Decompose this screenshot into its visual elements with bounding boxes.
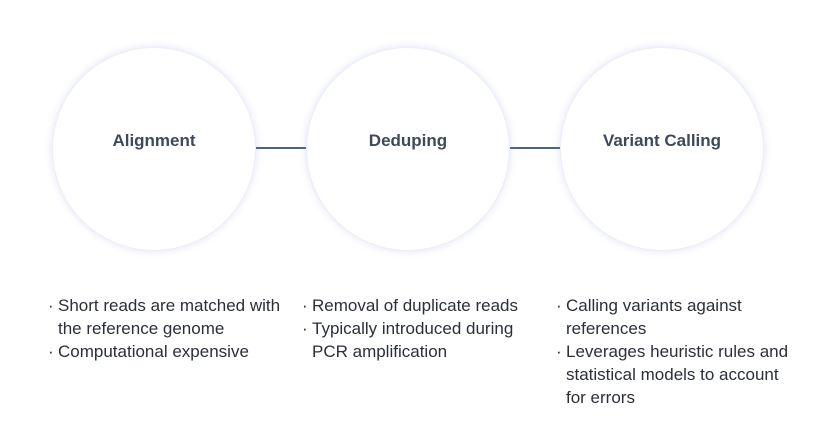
bullet-item: · Leverages heuristic rules and statisti… — [556, 340, 792, 409]
bullet-item: · Removal of duplicate reads — [302, 294, 538, 317]
bullet-item: · Calling variants against references — [556, 294, 792, 340]
bullet-dot: · — [48, 296, 54, 315]
step-circle-variant-calling: Variant Calling — [560, 47, 764, 251]
bullet-dot: · — [556, 296, 562, 315]
bullet-dot: · — [48, 342, 54, 361]
step-title-variant-calling: Variant Calling — [602, 131, 722, 150]
bullet-text: Removal of duplicate reads — [312, 296, 519, 315]
bullet-text: Computational expensive — [58, 342, 249, 361]
bullet-item: · Computational expensive — [48, 340, 284, 363]
step-circle-alignment: Alignment — [52, 47, 256, 251]
bullet-text: Leverages heuristic rules and statistica… — [566, 342, 789, 407]
bullet-item: · Typically introduced during PCR amplif… — [302, 317, 538, 363]
bullet-text: Short reads are matched with the referen… — [58, 296, 281, 338]
bullet-item: · Short reads are matched with the refer… — [48, 294, 284, 340]
bullet-list-alignment: · Short reads are matched with the refer… — [48, 294, 284, 363]
connector-alignment-deduping — [256, 147, 306, 149]
step-circle-deduping: Deduping — [306, 47, 510, 251]
bullet-text: Typically introduced during PCR amplific… — [312, 319, 514, 361]
bullet-list-deduping: · Removal of duplicate reads · Typically… — [302, 294, 538, 363]
step-title-deduping: Deduping — [368, 131, 448, 150]
connector-deduping-variant-calling — [510, 147, 560, 149]
bullet-dot: · — [302, 319, 308, 338]
step-title-alignment: Alignment — [112, 131, 196, 150]
bullet-list-variant-calling: · Calling variants against references · … — [556, 294, 792, 409]
bullet-dot: · — [302, 296, 308, 315]
bullet-text: Calling variants against references — [566, 296, 742, 338]
bullet-dot: · — [556, 342, 562, 361]
